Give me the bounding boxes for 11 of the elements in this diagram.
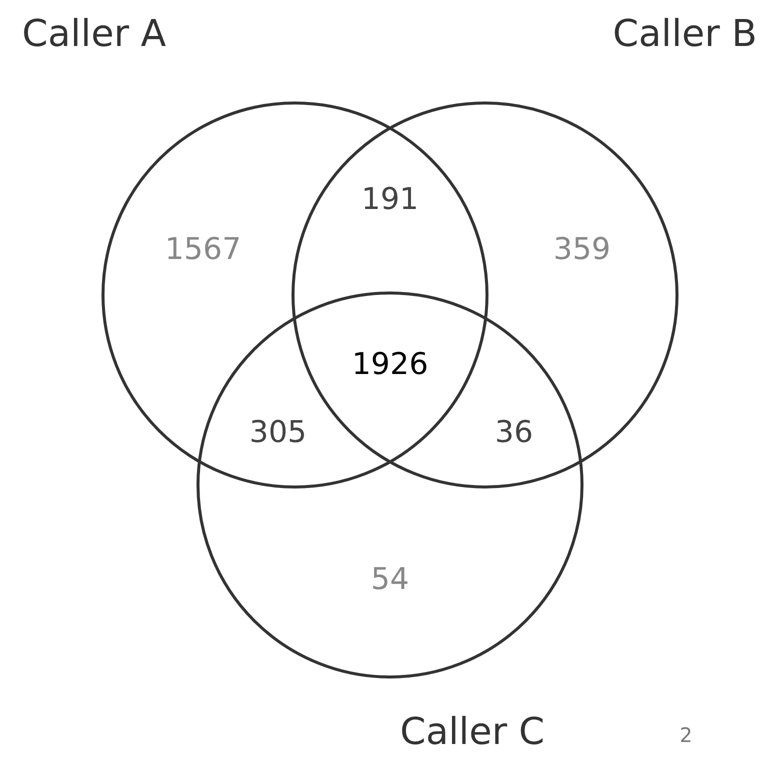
region-count: 1926 — [352, 350, 428, 380]
region-count: 54 — [370, 565, 410, 595]
region-count: 359 — [553, 235, 611, 265]
outside-count: 2 — [680, 725, 692, 745]
region-count: 305 — [249, 418, 307, 448]
region-count: 1567 — [164, 235, 242, 265]
region-count: 191 — [361, 185, 419, 215]
set-label: Caller B — [612, 15, 757, 52]
set-label: Caller C — [400, 713, 546, 750]
set-label: Caller A — [22, 15, 168, 52]
region-count: 36 — [494, 418, 534, 448]
